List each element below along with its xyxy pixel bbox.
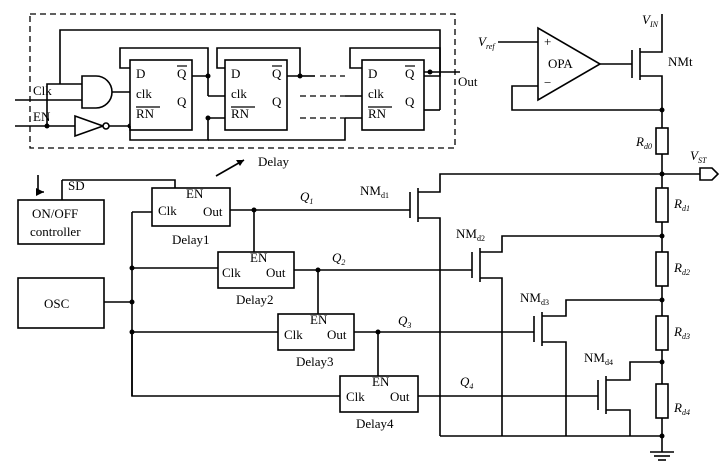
svg-text:Out: Out (327, 327, 347, 342)
out-label: Out (458, 74, 478, 89)
nmd3-label: NMd3 (520, 290, 549, 307)
ground-icon (650, 451, 674, 461)
svg-text:Out: Out (390, 389, 410, 404)
svg-text:EN: EN (250, 250, 268, 265)
svg-text:Rd3: Rd3 (673, 324, 690, 341)
q2-label: Q2 (332, 250, 345, 267)
svg-text:Q: Q (405, 66, 415, 81)
vref-label: Vref (478, 34, 496, 51)
en-input-label: EN (33, 109, 51, 124)
svg-text:RN: RN (231, 106, 250, 121)
delay1-block: Clk EN Out Delay1 (151, 186, 231, 247)
svg-text:+: + (544, 34, 551, 49)
resistor-rd4 (655, 383, 669, 419)
opamp-feedback-wire (511, 85, 662, 111)
svg-text:Rd2: Rd2 (673, 260, 690, 277)
svg-text:controller: controller (30, 224, 81, 239)
q3-label: Q3 (398, 313, 411, 330)
sd-to-delay1-wire (62, 179, 176, 188)
q1-label: Q1 (300, 189, 313, 206)
nmos-d1 (409, 173, 662, 436)
svg-text:Rd1: Rd1 (673, 196, 690, 213)
delay-arrow-label: Delay (258, 154, 290, 169)
nmos-d4 (597, 361, 662, 436)
osc-block (17, 277, 105, 329)
resistor-rd0 (655, 127, 669, 155)
svg-text:D: D (136, 66, 145, 81)
svg-text:EN: EN (310, 312, 328, 327)
nmd1-label: NMd1 (360, 183, 389, 200)
and-gate (81, 75, 113, 109)
delay4-block: Clk EN Out Delay4 (339, 374, 419, 431)
svg-text:clk: clk (231, 86, 247, 101)
ff1-feedback-wire (119, 47, 209, 77)
sd-label: SD (68, 178, 85, 193)
resistor-rd1 (655, 187, 669, 223)
not-bubble (102, 122, 110, 130)
opamp (537, 26, 602, 102)
svg-text:Q: Q (177, 66, 187, 81)
opa-label: OPA (548, 56, 573, 71)
svg-text:Rd4: Rd4 (673, 400, 690, 417)
resistor-rd3 (655, 315, 669, 351)
onoff-controller (17, 199, 105, 245)
svg-text:Q: Q (272, 66, 282, 81)
svg-text:Clk: Clk (158, 203, 177, 218)
vin-label: VIN (642, 12, 659, 29)
ff3-feedback-wire (349, 47, 441, 77)
svg-text:−: − (544, 75, 551, 90)
svg-text:clk: clk (136, 86, 152, 101)
nmd2-label: NMd2 (456, 226, 485, 243)
svg-text:Delay1: Delay1 (172, 232, 210, 247)
svg-text:RN: RN (368, 106, 387, 121)
nmt-transistor (631, 14, 663, 110)
vst-label: VST (690, 148, 707, 165)
nmos-d3 (533, 299, 662, 436)
top-loop-wire (59, 29, 441, 84)
svg-text:Out: Out (266, 265, 286, 280)
delay3-block: Clk EN Out Delay3 (277, 312, 355, 369)
svg-text:Q: Q (405, 94, 415, 109)
svg-text:D: D (368, 66, 377, 81)
vst-terminal (699, 167, 720, 181)
svg-text:Q: Q (177, 94, 187, 109)
sd-hook-wire (37, 175, 44, 193)
svg-text:Clk: Clk (346, 389, 365, 404)
svg-text:Out: Out (203, 204, 223, 219)
flipflop-3: D clk RN Q Q (361, 59, 425, 131)
svg-text:Delay4: Delay4 (356, 416, 394, 431)
not-gate (74, 114, 106, 138)
nmos-d2 (471, 235, 662, 436)
svg-text:EN: EN (372, 374, 390, 389)
svg-text:Delay2: Delay2 (236, 292, 274, 307)
svg-text:Rd0: Rd0 (635, 134, 652, 151)
en-to-and-wire (46, 83, 82, 126)
nmd4-label: NMd4 (584, 350, 613, 367)
nmt-label: NMt (668, 54, 693, 69)
counter-dashed-boundary (29, 13, 456, 149)
svg-text:ON/OFF: ON/OFF (32, 206, 78, 221)
svg-text:OSC: OSC (44, 296, 69, 311)
q4-label: Q4 (460, 374, 473, 391)
svg-text:Delay3: Delay3 (296, 354, 334, 369)
delay2-block: Clk EN Out Delay2 (217, 250, 295, 307)
resistor-rd2 (655, 251, 669, 287)
svg-text:Clk: Clk (284, 327, 303, 342)
svg-text:Q: Q (272, 94, 282, 109)
svg-text:clk: clk (368, 86, 384, 101)
flipflop-2: D clk RN Q Q (224, 59, 288, 131)
svg-text:D: D (231, 66, 240, 81)
clk-input-label: Clk (33, 83, 52, 98)
svg-text:Clk: Clk (222, 265, 241, 280)
svg-text:EN: EN (186, 186, 204, 201)
svg-text:RN: RN (136, 106, 155, 121)
flipflop-1: D clk RN Q Q (129, 59, 193, 131)
